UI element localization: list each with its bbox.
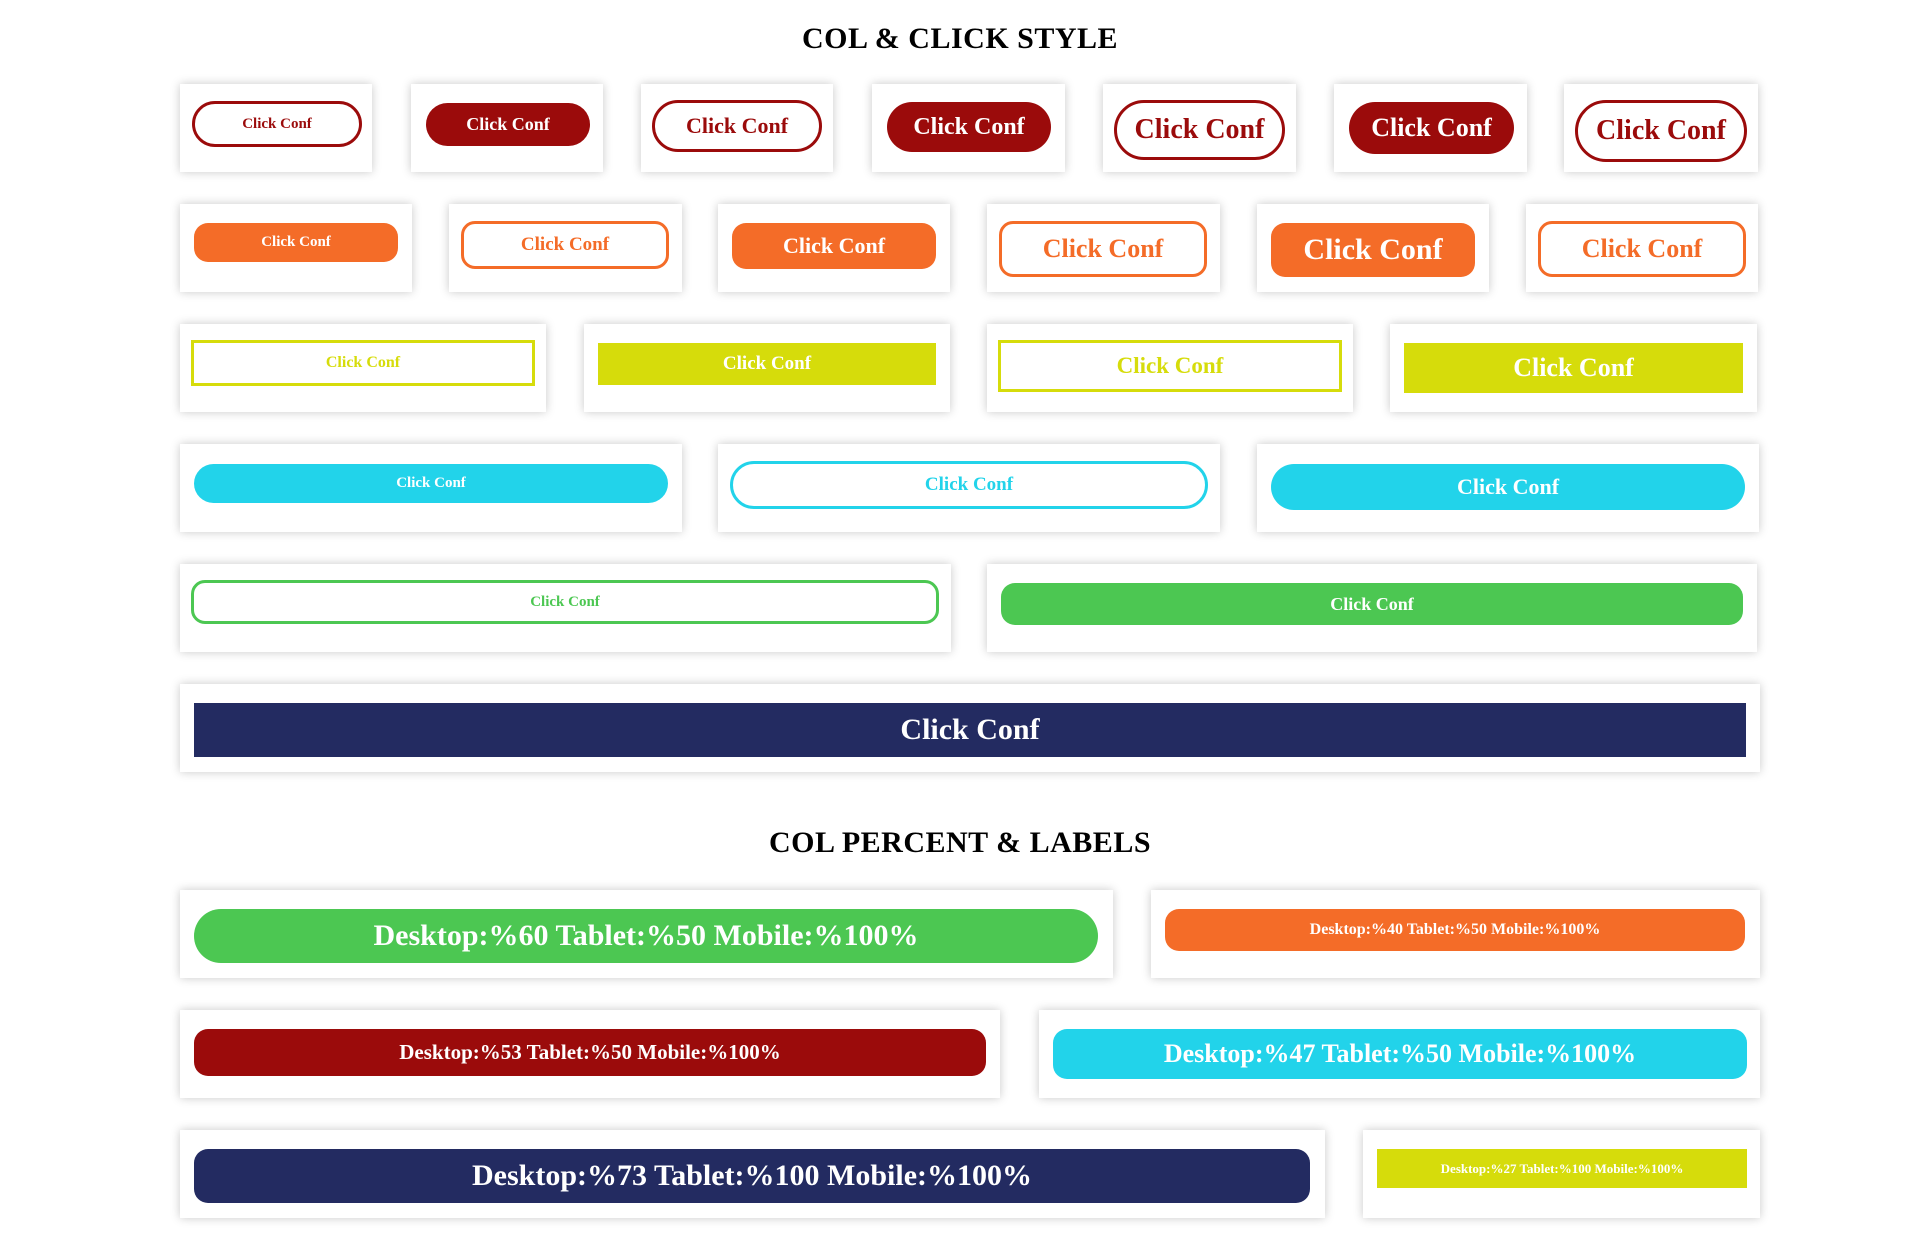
click-style-card: Click Conf: [987, 564, 1757, 652]
click-style-card: Click Conf: [987, 324, 1353, 412]
click-conf-button[interactable]: Click Conf: [1114, 100, 1285, 160]
click-conf-button[interactable]: Click Conf: [730, 461, 1208, 509]
click-style-card: Click Conf: [1334, 84, 1527, 172]
click-style-card: Click Conf: [987, 204, 1220, 292]
click-style-card: Click Conf: [1257, 444, 1759, 532]
click-style-card: Click Conf: [180, 324, 546, 412]
click-conf-button[interactable]: Click Conf: [652, 100, 822, 152]
percent-label-card: Desktop:%53 Tablet:%50 Mobile:%100%: [180, 1010, 1000, 1098]
click-conf-button[interactable]: Click Conf: [1404, 343, 1743, 393]
percent-label-card: Desktop:%40 Tablet:%50 Mobile:%100%: [1151, 890, 1760, 978]
click-conf-button[interactable]: Click Conf: [1349, 102, 1514, 154]
percent-label-card: Desktop:%73 Tablet:%100 Mobile:%100%: [180, 1130, 1325, 1218]
click-conf-button[interactable]: Click Conf: [461, 221, 669, 269]
click-conf-button[interactable]: Click Conf: [732, 223, 936, 269]
percent-label-button[interactable]: Desktop:%27 Tablet:%100 Mobile:%100%: [1377, 1149, 1747, 1188]
click-conf-button[interactable]: Click Conf: [887, 102, 1051, 152]
click-style-card: Click Conf: [1390, 324, 1757, 412]
click-conf-button[interactable]: Click Conf: [194, 703, 1746, 757]
click-style-card: Click Conf: [180, 444, 682, 532]
click-conf-button[interactable]: Click Conf: [598, 343, 936, 385]
click-conf-button[interactable]: Click Conf: [191, 580, 939, 624]
percent-label-card: Desktop:%47 Tablet:%50 Mobile:%100%: [1039, 1010, 1760, 1098]
click-style-card: Click Conf: [718, 204, 950, 292]
percent-label-button[interactable]: Desktop:%53 Tablet:%50 Mobile:%100%: [194, 1029, 986, 1076]
click-style-card: Click Conf: [1257, 204, 1489, 292]
percent-label-button[interactable]: Desktop:%73 Tablet:%100 Mobile:%100%: [194, 1149, 1310, 1203]
click-conf-button[interactable]: Click Conf: [426, 103, 590, 146]
click-conf-button[interactable]: Click Conf: [192, 101, 362, 147]
click-conf-button[interactable]: Click Conf: [1271, 223, 1475, 277]
click-style-card: Click Conf: [180, 684, 1760, 772]
click-conf-button[interactable]: Click Conf: [191, 340, 535, 386]
click-style-card: Click Conf: [180, 564, 951, 652]
click-conf-button[interactable]: Click Conf: [194, 223, 398, 262]
click-conf-button[interactable]: Click Conf: [999, 221, 1207, 277]
section-title-col-percent-labels: COL PERCENT & LABELS: [768, 826, 1152, 859]
click-style-card: Click Conf: [718, 444, 1220, 532]
percent-label-button[interactable]: Desktop:%47 Tablet:%50 Mobile:%100%: [1053, 1029, 1747, 1079]
click-style-card: Click Conf: [641, 84, 833, 172]
click-style-card: Click Conf: [180, 84, 372, 172]
click-conf-button[interactable]: Click Conf: [1538, 221, 1746, 277]
click-style-card: Click Conf: [411, 84, 603, 172]
click-conf-button[interactable]: Click Conf: [194, 464, 668, 503]
percent-label-button[interactable]: Desktop:%60 Tablet:%50 Mobile:%100%: [194, 909, 1098, 963]
click-conf-button[interactable]: Click Conf: [1001, 583, 1743, 625]
click-style-card: Click Conf: [180, 204, 412, 292]
click-style-card: Click Conf: [449, 204, 682, 292]
click-conf-button[interactable]: Click Conf: [1271, 464, 1745, 510]
section-title-col-click-style: COL & CLICK STYLE: [801, 22, 1119, 55]
percent-label-card: Desktop:%60 Tablet:%50 Mobile:%100%: [180, 890, 1113, 978]
click-style-card: Click Conf: [584, 324, 950, 412]
percent-label-card: Desktop:%27 Tablet:%100 Mobile:%100%: [1363, 1130, 1760, 1218]
click-style-card: Click Conf: [1103, 84, 1296, 172]
click-style-card: Click Conf: [1564, 84, 1758, 172]
click-conf-button[interactable]: Click Conf: [998, 340, 1342, 392]
click-style-card: Click Conf: [1526, 204, 1758, 292]
click-conf-button[interactable]: Click Conf: [1575, 100, 1747, 162]
percent-label-button[interactable]: Desktop:%40 Tablet:%50 Mobile:%100%: [1165, 909, 1745, 951]
click-style-card: Click Conf: [872, 84, 1065, 172]
